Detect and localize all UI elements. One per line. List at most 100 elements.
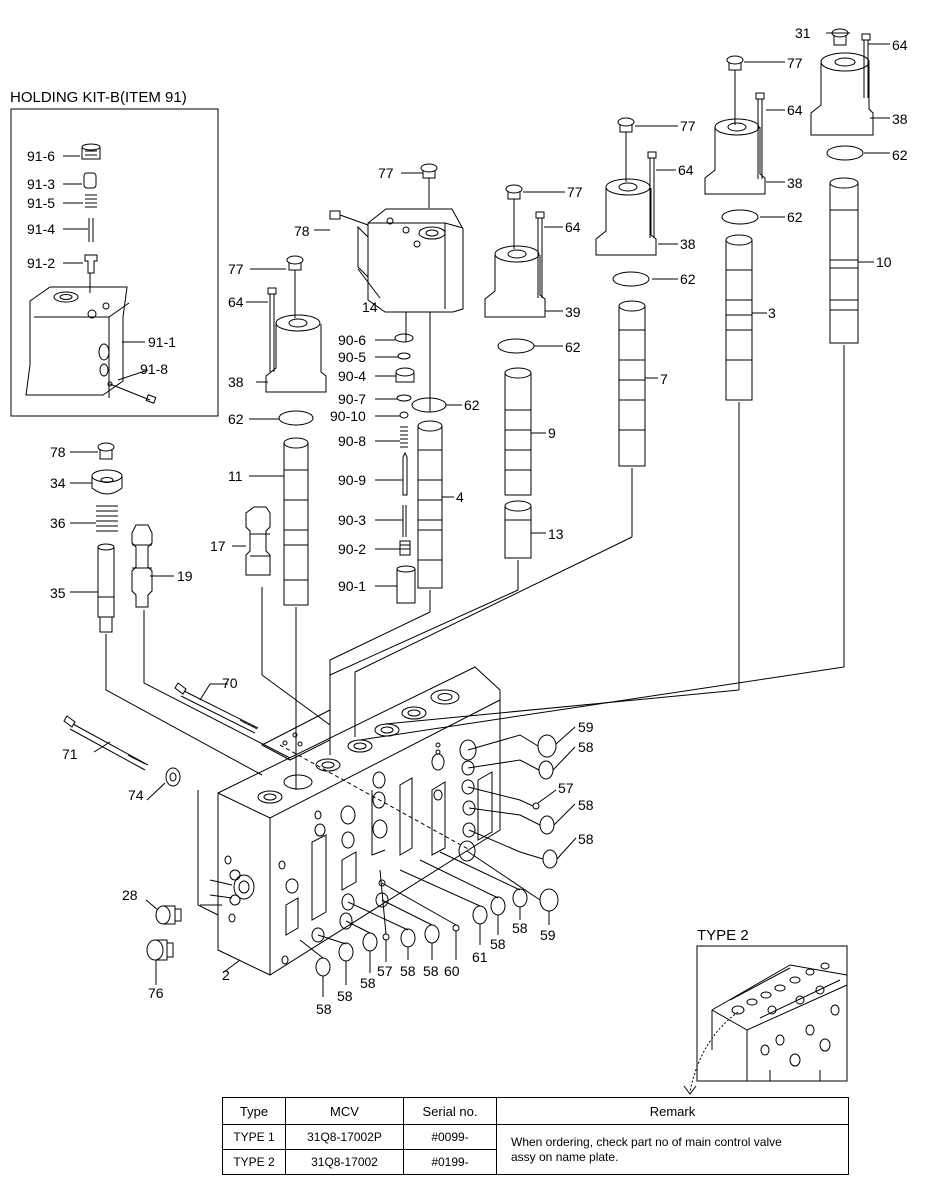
table-cell-type: TYPE 2: [222, 1149, 286, 1175]
label-90-5: 90-5: [338, 349, 366, 365]
table-header-remark: Remark: [496, 1097, 849, 1125]
label-64-b: 64: [787, 102, 803, 118]
label-90-4: 90-4: [338, 368, 366, 384]
label-36: 36: [50, 515, 66, 531]
label-58-b: 58: [578, 797, 594, 813]
table-cell-remark: When ordering, check part no of main con…: [496, 1124, 849, 1175]
label-61: 61: [472, 949, 488, 965]
label-91-3: 91-3: [27, 176, 55, 192]
label-59-a: 59: [578, 719, 594, 735]
label-60: 60: [444, 963, 460, 979]
label-59-b: 59: [540, 927, 556, 943]
label-91-8: 91-8: [140, 361, 168, 377]
solenoid-stack-10: [810, 28, 874, 667]
label-38-a: 38: [892, 111, 908, 127]
label-74: 74: [128, 787, 144, 803]
holding-kit-parts: [25, 143, 157, 404]
table-header-type: Type: [222, 1097, 286, 1125]
solenoid-stack-3: [704, 55, 766, 690]
label-91-6: 91-6: [27, 148, 55, 164]
table-cell-serial: #0199-: [403, 1149, 497, 1175]
remark-line-2: assy on name plate.: [511, 1149, 619, 1164]
label-76: 76: [148, 985, 164, 1001]
label-58-g: 58: [400, 963, 416, 979]
label-38-f: 38: [228, 374, 244, 390]
label-64-c: 64: [678, 162, 694, 178]
label-4: 4: [456, 489, 464, 505]
label-58-c: 58: [578, 831, 594, 847]
table-cell-type: TYPE 1: [222, 1124, 286, 1150]
label-62-c: 62: [680, 271, 696, 287]
leaders-stack-10: [826, 32, 890, 263]
label-90-8: 90-8: [338, 433, 366, 449]
label-71: 71: [62, 746, 78, 762]
table-row: TYPE 1 31Q8-17002P #0099- When ordering,…: [222, 1124, 849, 1175]
label-58-h: 58: [360, 975, 376, 991]
label-35: 35: [50, 585, 66, 601]
leaders-stack-7: [635, 125, 678, 379]
assembly-lines: [261, 536, 845, 851]
leaders-stack-11: [232, 268, 286, 547]
label-58-j: 58: [316, 1001, 332, 1017]
o-rings-right: [299, 734, 559, 977]
label-58-i: 58: [337, 988, 353, 1004]
label-62-a: 62: [892, 147, 908, 163]
label-62-e: 62: [464, 397, 480, 413]
label-91-5: 91-5: [27, 195, 55, 211]
label-13: 13: [548, 526, 564, 542]
label-90-7: 90-7: [338, 391, 366, 407]
label-14: 14: [362, 299, 378, 315]
table-row: TYPE 2 31Q8-17002 #0199-: [222, 1149, 849, 1175]
solenoid-stack-9: [484, 184, 546, 590]
table-header-serial: Serial no.: [403, 1097, 497, 1125]
label-38-b: 38: [787, 175, 803, 191]
label-2: 2: [222, 967, 230, 983]
label-7: 7: [660, 371, 668, 387]
label-64-d: 64: [565, 219, 581, 235]
label-64-a: 64: [892, 37, 908, 53]
type2-illustration: [683, 962, 848, 1095]
label-57-b: 57: [377, 963, 393, 979]
label-9: 9: [548, 425, 556, 441]
label-38-c: 38: [680, 236, 696, 252]
label-90-6: 90-6: [338, 332, 366, 348]
label-91-2: 91-2: [27, 255, 55, 271]
leaders-stack-9: [523, 191, 565, 534]
label-90-10: 90-10: [330, 408, 366, 424]
left-parts-group: [91, 442, 291, 776]
holding-kit-leaders: [63, 155, 149, 381]
label-91-4: 91-4: [27, 221, 55, 237]
label-58-a: 58: [578, 739, 594, 755]
label-58-d: 58: [512, 920, 528, 936]
remark-line-1: When ordering, check part no of main con…: [511, 1134, 782, 1149]
holding-kit-frame: [10, 108, 219, 417]
label-28: 28: [122, 887, 138, 903]
label-64-f: 64: [228, 294, 244, 310]
table-cell-serial: #0099-: [403, 1124, 497, 1150]
label-58-e: 58: [490, 936, 506, 952]
label-90-3: 90-3: [338, 512, 366, 528]
holding-kit-title: HOLDING KIT-B(ITEM 91): [10, 89, 187, 106]
main-control-valve-body: [197, 666, 501, 976]
table-cell-mcv: 31Q8-17002P: [285, 1124, 404, 1150]
label-39: 39: [565, 304, 581, 320]
label-90-9: 90-9: [338, 472, 366, 488]
label-34: 34: [50, 475, 66, 491]
label-10: 10: [876, 254, 892, 270]
label-90-1: 90-1: [338, 578, 366, 594]
table-header-mcv: MCV: [285, 1097, 404, 1125]
label-70: 70: [222, 675, 238, 691]
label-17: 17: [210, 538, 226, 554]
solenoid-stack-7: [595, 117, 657, 537]
leaders-o-rings: [322, 726, 577, 997]
leaders-left-parts: [70, 451, 174, 593]
table-cell-mcv: 31Q8-17002: [285, 1149, 404, 1175]
label-78-b: 78: [50, 444, 66, 460]
leaders-bolts: [93, 683, 241, 985]
label-11: 11: [228, 468, 243, 484]
label-77-b: 77: [787, 55, 803, 71]
bolts-and-plugs: [63, 682, 259, 961]
type2-frame: [696, 945, 848, 1082]
label-3: 3: [768, 305, 776, 321]
